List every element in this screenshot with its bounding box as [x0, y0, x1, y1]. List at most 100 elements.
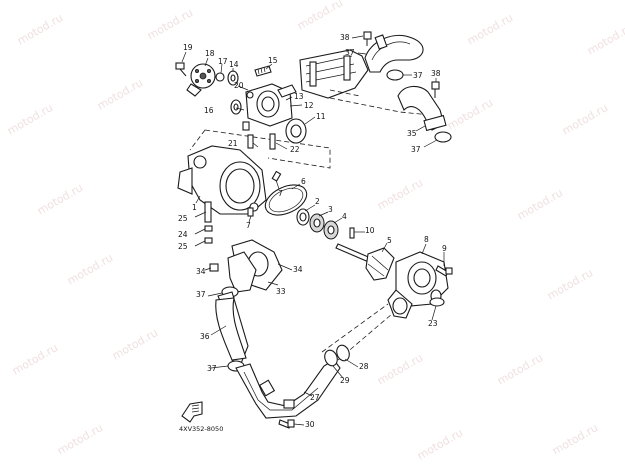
label-1: 1	[192, 203, 197, 212]
bolt-25b	[204, 237, 213, 244]
label-9: 9	[442, 244, 447, 253]
watermark: motod.ru	[5, 101, 55, 137]
label-23: 23	[428, 319, 438, 328]
label-21: 21	[228, 139, 238, 148]
label-6: 6	[301, 177, 306, 186]
label-2: 2	[315, 197, 320, 206]
pin-17	[215, 72, 225, 82]
watermark: motod.ru	[15, 11, 65, 47]
o-ring-37-top	[386, 69, 404, 81]
label-5: 5	[387, 236, 392, 245]
left-hose-group	[209, 239, 283, 372]
label-26: 27	[310, 393, 320, 402]
pipe-26	[235, 359, 341, 419]
watermark: motod.ru	[110, 326, 160, 362]
label-20: 20	[234, 81, 244, 90]
bolt-15	[254, 65, 272, 77]
upper-hose-group	[299, 31, 452, 143]
label-29: 30	[305, 420, 315, 429]
watermark: motod.ru	[35, 181, 85, 217]
label-35: 35	[407, 129, 417, 138]
o-ring-28	[324, 349, 338, 367]
stud-24	[204, 201, 212, 223]
label-7b: 7	[246, 221, 251, 230]
watermark: motod.ru	[375, 176, 425, 212]
gasket-6	[264, 184, 308, 216]
label-15: 15	[268, 56, 278, 65]
bolt-38-top	[363, 31, 372, 40]
bolt-7b	[247, 207, 254, 217]
watermark: motod.ru	[95, 76, 145, 112]
label-28: 29	[340, 376, 350, 385]
label-38-right: 38	[431, 69, 441, 78]
label-37-top: 37	[413, 71, 423, 80]
label-30: 33	[276, 287, 286, 296]
label-34a: 37	[196, 290, 206, 299]
watermark: motod.ru	[585, 21, 625, 57]
label-18: 18	[205, 49, 215, 58]
watermark: motod.ru	[465, 11, 515, 47]
label-7a: 7	[278, 189, 283, 198]
drive-gear-group	[175, 62, 272, 115]
label-22: 22	[290, 145, 300, 154]
label-14: 14	[229, 60, 239, 69]
label-17: 17	[218, 57, 228, 66]
label-8: 8	[424, 235, 429, 244]
o-ring-37-bottom	[434, 131, 452, 143]
pipe-joint-35	[299, 49, 369, 99]
bolt-19-head	[175, 62, 185, 70]
bolt-22	[269, 133, 276, 150]
o-ring-27	[336, 344, 350, 362]
label-33: 36	[200, 332, 210, 341]
label-12: 12	[304, 101, 314, 110]
pump-cover-group	[387, 251, 453, 319]
watermark: motod.ru	[545, 266, 595, 302]
bolt-25a	[204, 225, 213, 232]
watermark: motod.ru	[295, 0, 345, 33]
watermark: motod.ru	[10, 341, 60, 377]
label-31: 34	[293, 265, 303, 274]
label-24: 24	[178, 230, 188, 239]
thermostat-housing-group	[189, 83, 331, 169]
bolt-21	[247, 134, 254, 149]
hose-36	[364, 34, 424, 73]
part-labels: 19 18 17 14 15 20 16 13 12 11 21 22 6 1 …	[178, 33, 447, 429]
label-11: 11	[316, 112, 326, 121]
watermark: motod.ru	[415, 426, 465, 462]
front-arrow-group: 4XV352-8050	[179, 401, 223, 433]
label-13: 13	[294, 92, 304, 101]
label-37-bottom: 37	[411, 145, 421, 154]
pump-housing-group	[177, 145, 282, 244]
diagram-code: 4XV352-8050	[179, 425, 223, 433]
label-10: 10	[365, 226, 375, 235]
watermark: motod.ru	[55, 421, 105, 457]
bolt-7a	[271, 170, 282, 182]
watermark: motod.ru	[65, 251, 115, 287]
bolt-38-right	[431, 81, 440, 90]
watermark: motod.ru	[445, 96, 495, 132]
bolt-32	[209, 263, 219, 272]
lower-pipe-group	[235, 303, 393, 429]
watermark: motod.ru	[550, 421, 600, 457]
shaft-group	[264, 184, 395, 281]
bolt-9	[435, 265, 449, 277]
label-25b: 25	[178, 242, 188, 251]
label-38-top: 38	[340, 33, 350, 42]
watermark: motod.ru	[515, 186, 565, 222]
watermark: motod.ru	[495, 351, 545, 387]
watermark: motod.ru	[560, 101, 610, 137]
watermark: motod.ru	[145, 6, 195, 42]
leader-lines	[181, 35, 445, 426]
bolt-20	[242, 121, 250, 131]
label-4: 4	[342, 212, 347, 221]
label-32: 34	[196, 267, 206, 276]
label-19: 19	[183, 43, 193, 52]
label-34b: 37	[207, 364, 217, 373]
watermark: motod.ru	[375, 351, 425, 387]
label-25a: 25	[178, 214, 188, 223]
label-3: 3	[328, 205, 333, 214]
pin-10	[349, 227, 355, 239]
o-ring-23	[429, 297, 445, 307]
